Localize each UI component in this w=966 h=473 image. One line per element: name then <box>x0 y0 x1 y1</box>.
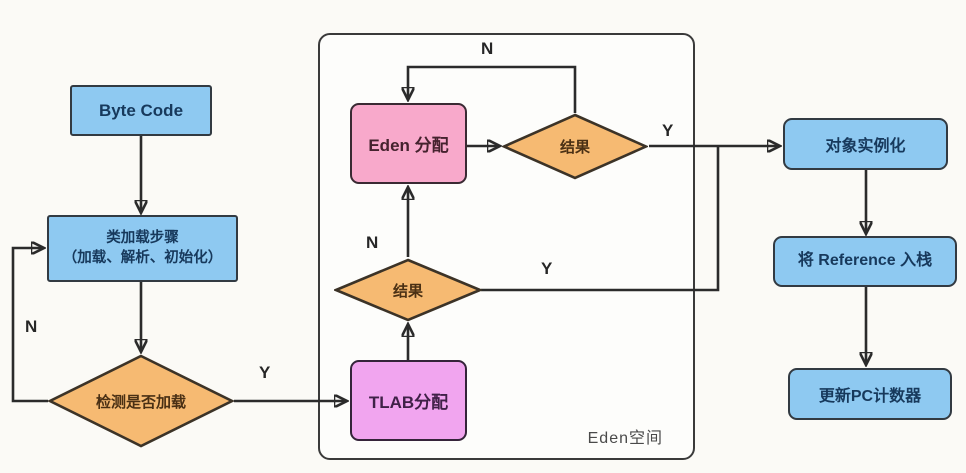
node-byte-code: Byte Code <box>70 85 212 136</box>
eden-alloc-label: Eden 分配 <box>368 136 449 155</box>
tlab-alloc-label: TLAB分配 <box>368 393 449 412</box>
edge-label-check-loaded-no: N <box>25 317 38 336</box>
node-pc-counter: 更新PC计数器 <box>788 368 952 420</box>
edge-label-check-loaded-yes: Y <box>259 363 271 382</box>
node-tlab-alloc: TLAB分配 <box>350 360 467 441</box>
class-loading-label-line1: 类加载步骤 <box>106 229 179 246</box>
edge-label-result-upper-no: N <box>481 39 494 58</box>
node-class-loading: 类加载步骤 （加载、解析、初始化） <box>47 215 238 282</box>
edge-label-result-lower-yes: Y <box>541 259 553 278</box>
object-instantiation-label: 对象实例化 <box>825 138 906 155</box>
node-eden-alloc: Eden 分配 <box>350 103 467 184</box>
result-upper-label: 结果 <box>559 139 590 156</box>
check-loaded-label: 检测是否加载 <box>95 393 186 411</box>
node-result-lower: 结果 <box>334 258 482 322</box>
result-lower-label: 结果 <box>392 282 423 300</box>
diamond-shape <box>334 258 482 322</box>
edge-label-result-upper-yes: Y <box>662 121 674 140</box>
node-check-loaded: 检测是否加载 <box>48 354 234 448</box>
byte-code-label: Byte Code <box>98 100 184 120</box>
node-reference-push: 将 Reference 入栈 <box>773 236 957 287</box>
edge-label-result-lower-no: N <box>366 233 379 252</box>
eden-space-label: Eden空间 <box>587 430 663 447</box>
node-result-upper: 结果 <box>502 113 648 180</box>
node-object-instantiation: 对象实例化 <box>783 118 948 170</box>
pc-counter-label: 更新PC计数器 <box>818 388 922 405</box>
class-loading-label-line2: （加载、解析、初始化） <box>62 249 223 266</box>
diamond-shape <box>48 354 234 448</box>
reference-push-label: 将 Reference 入栈 <box>797 252 933 270</box>
